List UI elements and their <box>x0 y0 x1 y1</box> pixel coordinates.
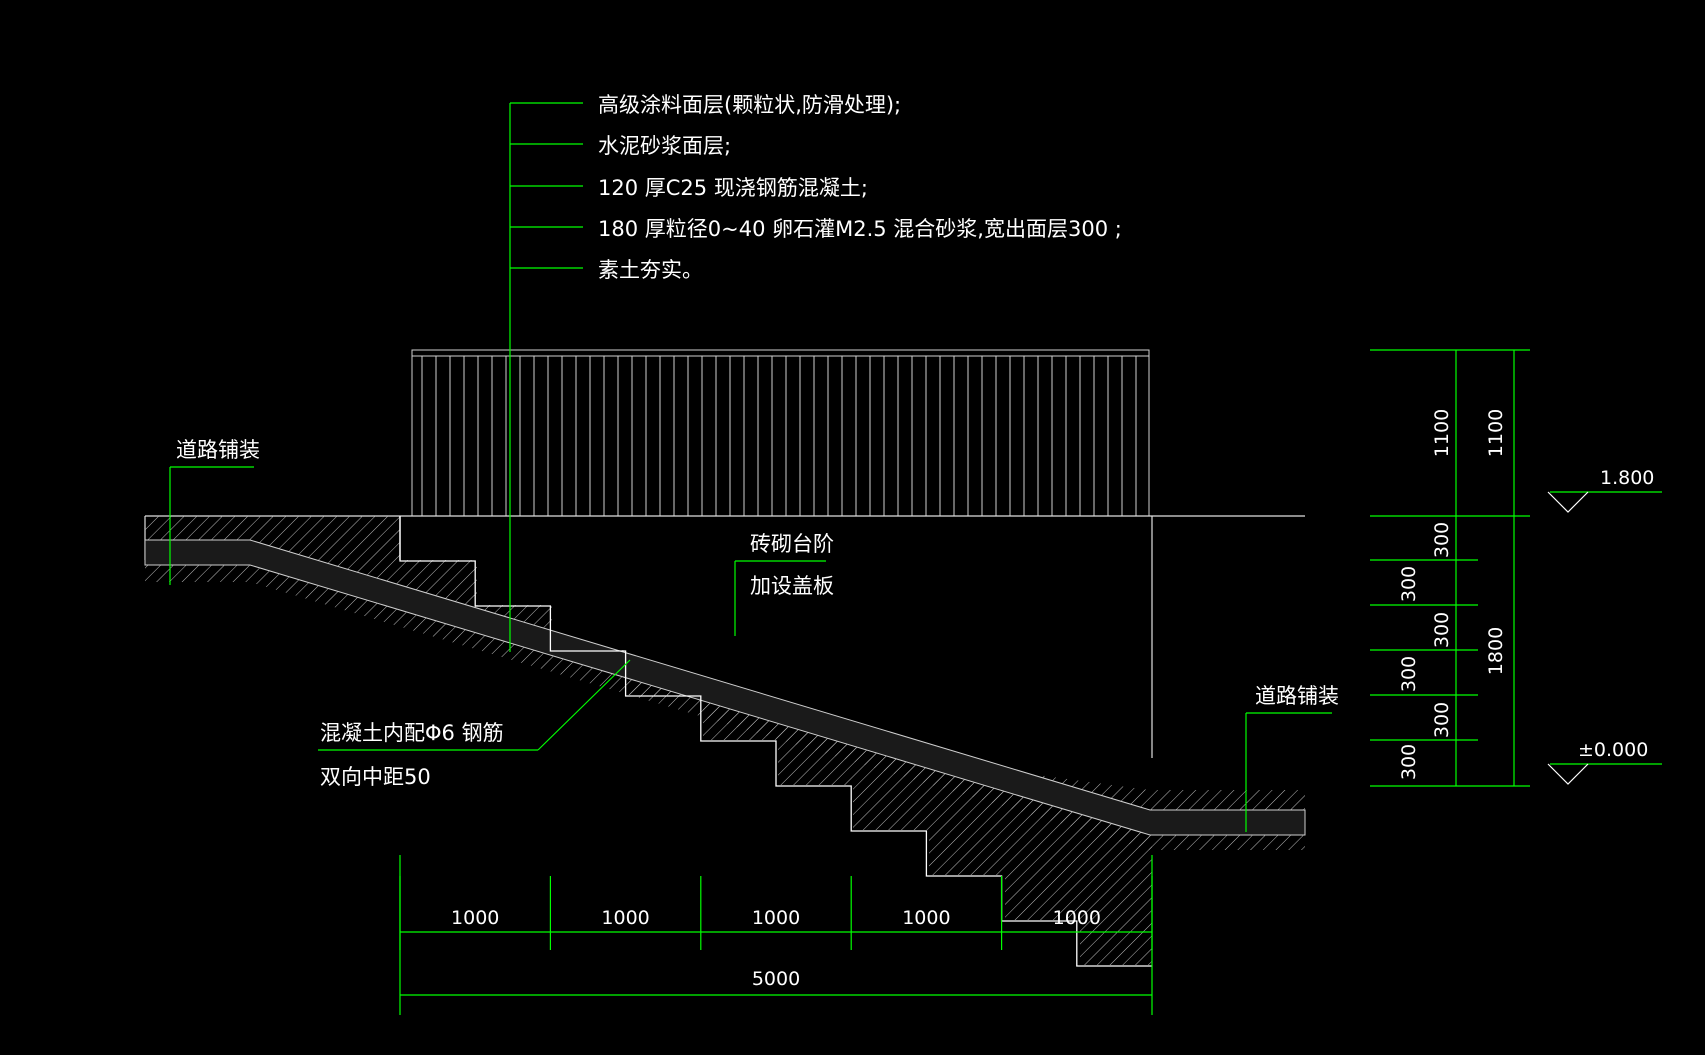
note-3: 120 厚C25 现浇钢筋混凝土; <box>598 176 868 200</box>
dim-vertical: 300 <box>1398 744 1420 780</box>
label-rebar: 混凝土内配Φ6 钢筋 <box>320 721 504 745</box>
dimension-lines <box>399 349 1662 1015</box>
dim-vertical: 300 <box>1398 566 1420 602</box>
dim-vertical: 300 <box>1398 656 1420 692</box>
elevation-bottom: ±0.000 <box>1578 739 1648 761</box>
bottom-dimensions: 1000 1000 1000 1000 1000 <box>399 876 1153 950</box>
note-4: 180 厚粒径0~40 卵石灌M2.5 混合砂浆,宽出面层300 ; <box>598 217 1122 241</box>
notes-list: 高级涂料面层(颗粒状,防滑处理); 水泥砂浆面层; 120 厚C25 现浇钢筋混… <box>598 93 1122 282</box>
leaders <box>169 102 1332 832</box>
label-road-right: 道路铺装 <box>1255 684 1339 708</box>
dim-segment: 1000 <box>1053 907 1101 929</box>
label-cover-plate: 加设盖板 <box>750 574 834 598</box>
label-rebar-spacing: 双向中距50 <box>320 765 431 789</box>
dim-total: 5000 <box>752 968 800 990</box>
right-dimensions: 1100 300 300 300 300 300 300 1100 1800 <box>1370 409 1507 780</box>
dim-vertical: 1100 <box>1431 409 1453 457</box>
railing <box>411 349 1150 517</box>
dim-segment: 1000 <box>752 907 800 929</box>
label-brick-step: 砖砌台阶 <box>750 532 834 556</box>
dim-vertical: 1100 <box>1485 409 1507 457</box>
note-1: 高级涂料面层(颗粒状,防滑处理); <box>598 93 901 117</box>
dim-vertical: 300 <box>1431 522 1453 558</box>
dim-segment: 1000 <box>451 907 499 929</box>
dim-segment: 1000 <box>902 907 950 929</box>
label-road-left: 道路铺装 <box>176 438 260 462</box>
note-2: 水泥砂浆面层; <box>598 134 731 158</box>
dim-segment: 1000 <box>601 907 649 929</box>
elevation-top: 1.800 <box>1600 467 1654 489</box>
dim-vertical: 1800 <box>1485 627 1507 675</box>
note-5: 素土夯实。 <box>598 258 703 282</box>
dim-vertical: 300 <box>1431 612 1453 648</box>
dim-vertical: 300 <box>1431 702 1453 738</box>
